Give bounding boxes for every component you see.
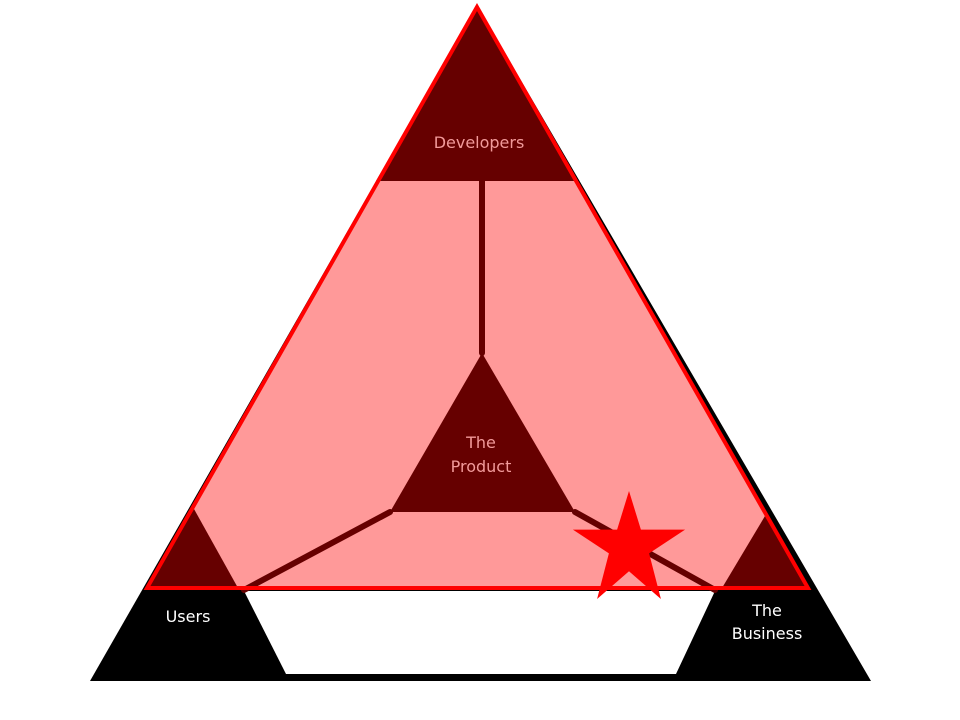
product-triangle [390, 353, 575, 512]
product-label-line1: The [465, 433, 496, 452]
business-label-line2: Business [732, 624, 803, 643]
users-label: Users [166, 607, 211, 626]
red-outline [143, 2, 812, 590]
developers-corner [376, 7, 578, 181]
business-label-line1: The [751, 601, 782, 620]
highlight-triangle [147, 7, 808, 588]
business-corner [722, 516, 808, 588]
product-label-line2: Product [451, 457, 512, 476]
bottom-white-band [244, 591, 715, 674]
connector-left [241, 509, 393, 593]
star-icon [572, 491, 686, 599]
users-corner [147, 509, 238, 588]
developers-label: Developers [434, 133, 525, 152]
